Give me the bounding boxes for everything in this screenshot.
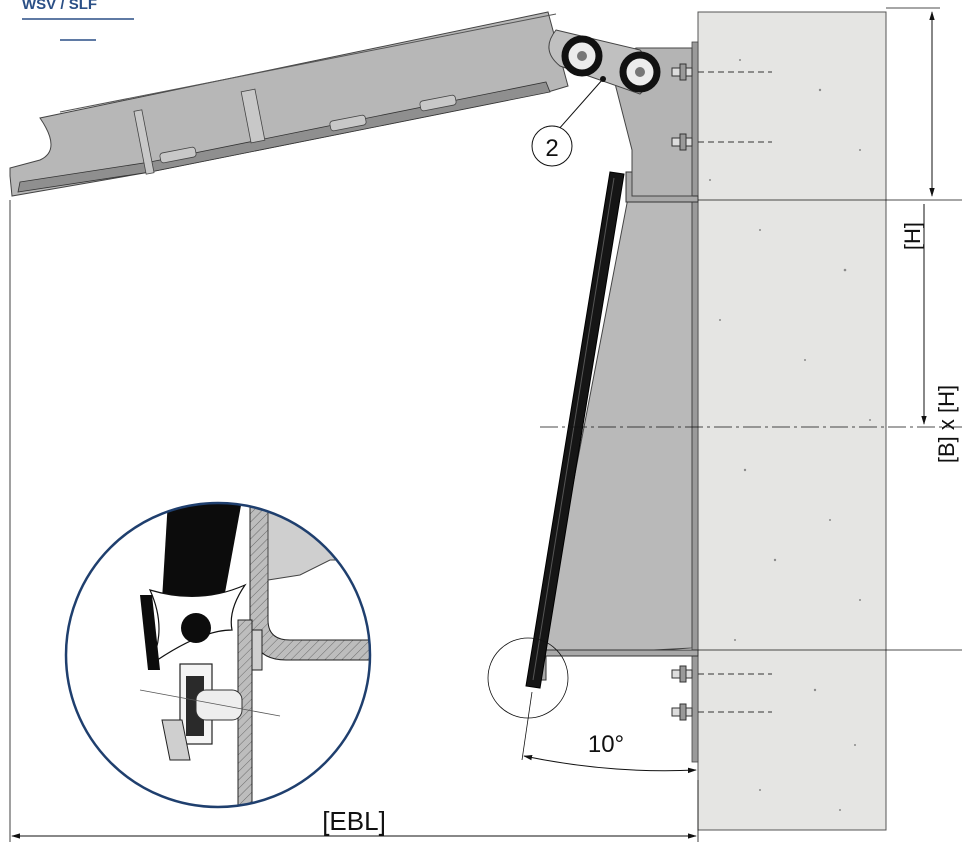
angle-ext-line: [521, 691, 533, 761]
concrete-wall: [697, 11, 887, 831]
wsv-slf-logo: WSV / SLF: [22, 0, 97, 13]
dim-height-label: [H]: [900, 222, 925, 250]
part-number-bubble: [531, 125, 573, 167]
flap-ribs: [133, 88, 457, 175]
cover-flap-edge: [59, 13, 557, 113]
logo-separator: /: [56, 0, 69, 13]
rubber-seal: [525, 171, 625, 689]
hinge-pin-left: [561, 35, 603, 77]
detail-view: [64, 501, 372, 809]
logo-org: WSV: [22, 0, 57, 13]
seal-highlight: [532, 177, 615, 681]
dim-angle-label: 10°: [588, 731, 624, 758]
callout-leader: [557, 78, 604, 131]
detail-view-border: [64, 501, 372, 809]
part-number-label: 2: [545, 135, 558, 162]
concrete-speckles: [709, 59, 871, 811]
logo-unit: SLF: [68, 0, 98, 13]
dim-size-label: [B] x [H]: [934, 385, 959, 463]
hinge-pin-right: [619, 51, 661, 93]
dim-length-label: [EBL]: [322, 806, 386, 836]
dim-angle-arc: [523, 755, 697, 774]
anchor-bolts: [671, 63, 772, 721]
detail-marker-circle: [487, 637, 569, 719]
